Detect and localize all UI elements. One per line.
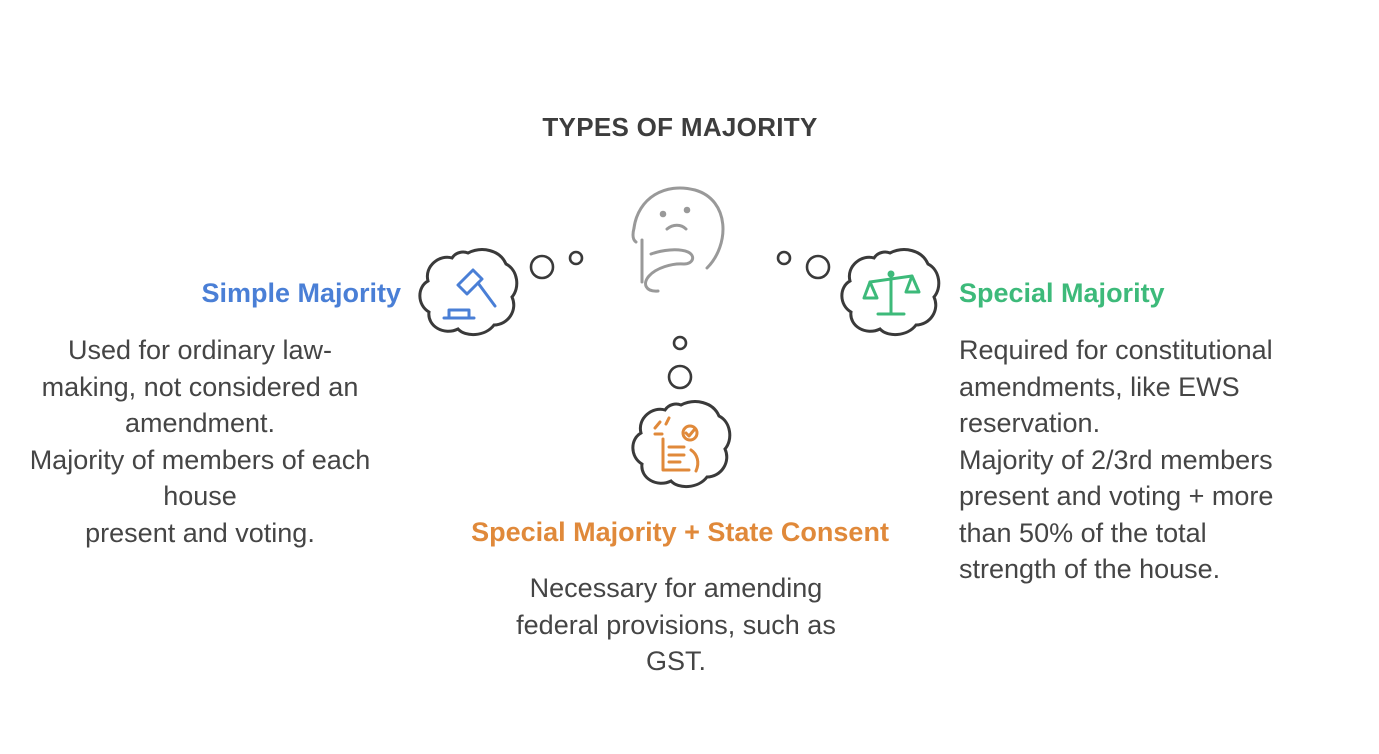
special-line-3: reservation. bbox=[959, 408, 1101, 438]
thought-bubbles bbox=[529, 250, 831, 390]
simple-majority-heading: Simple Majority bbox=[201, 278, 401, 308]
thinking-face-icon bbox=[631, 186, 725, 293]
simple-majority-description: Used for ordinary law- making, not consi… bbox=[0, 332, 400, 551]
document-check-cloud bbox=[631, 400, 732, 488]
diagram-title: TYPES OF MAJORITY bbox=[542, 112, 818, 142]
simple-line-1: Used for ordinary law- bbox=[67, 335, 333, 365]
gavel-icon bbox=[442, 268, 497, 320]
scales-cloud bbox=[840, 248, 941, 336]
state-consent-description: Necessary for amending federal provision… bbox=[430, 570, 922, 680]
special-line-2: amendments, like EWS bbox=[959, 371, 1240, 402]
special-majority-description: Required for constitutional amendments, … bbox=[959, 332, 1273, 588]
special-line-1: Required for constitutional bbox=[959, 335, 1273, 365]
special-line-6: than 50% of the total bbox=[959, 517, 1207, 548]
simple-line-5: house bbox=[163, 481, 237, 511]
special-majority-heading: Special Majority bbox=[959, 278, 1165, 308]
special-line-4: Majority of 2/3rd members bbox=[959, 444, 1273, 475]
state-line-2: federal provisions, such as bbox=[516, 609, 836, 640]
scales-icon bbox=[862, 270, 921, 316]
simple-line-2: making, not considered an bbox=[41, 371, 359, 402]
special-line-5: present and voting + more bbox=[959, 481, 1274, 511]
gavel-cloud bbox=[418, 248, 519, 336]
state-line-1: Necessary for amending bbox=[529, 573, 823, 603]
document-check-icon bbox=[653, 416, 700, 473]
special-line-7: strength of the house. bbox=[959, 554, 1221, 584]
state-consent-heading: Special Majority + State Consent bbox=[471, 517, 889, 547]
simple-line-3: amendment. bbox=[124, 408, 276, 438]
state-line-3: GST. bbox=[645, 646, 706, 676]
simple-line-4: Majority of members of each bbox=[29, 444, 371, 475]
simple-line-6: present and voting. bbox=[85, 517, 315, 548]
